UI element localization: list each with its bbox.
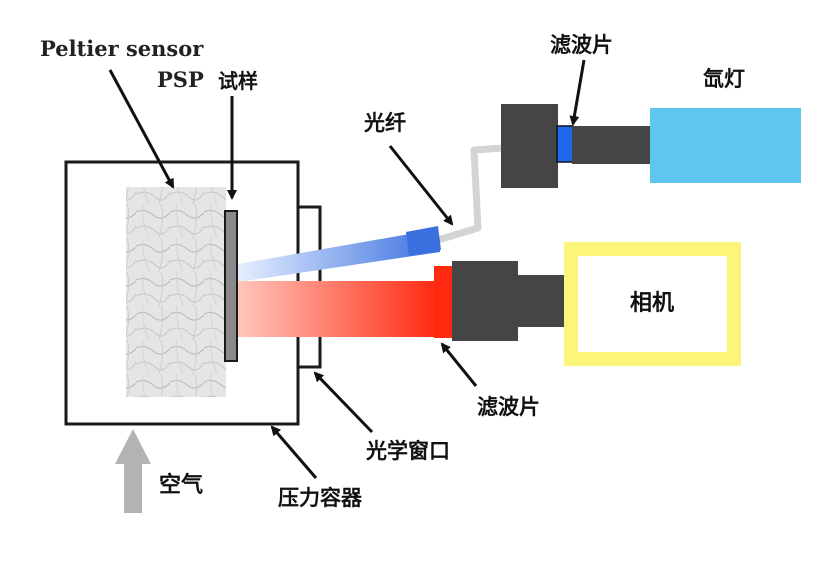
sample-label: 试样 [218, 69, 258, 93]
blue-beam [238, 229, 440, 282]
fiber-tip [406, 226, 441, 256]
lamp-neck [572, 126, 652, 164]
lamp-filter-pointer [569, 59, 586, 126]
lamp-housing [501, 104, 558, 188]
camera-body [564, 242, 741, 366]
xenon-lamp [650, 108, 801, 183]
xenon-lamp-label: 氙灯 [703, 67, 745, 91]
air-label: 空气 [159, 472, 203, 498]
red-beam [238, 281, 438, 337]
window-pointer [313, 371, 374, 434]
lamp-filter [556, 125, 574, 163]
peltier-block [126, 187, 226, 397]
optical-window-label: 光学窗口 [365, 439, 450, 463]
psp-sample-plate [224, 210, 238, 362]
lamp-filter-label: 滤波片 [550, 33, 613, 57]
peltier-sensor-label: Peltier sensor [40, 36, 204, 61]
lens-body [452, 261, 518, 341]
peltier-pointer [108, 69, 175, 189]
camera-label: 相机 [630, 291, 674, 316]
lens-neck [516, 275, 570, 327]
camera-filter [434, 266, 454, 338]
fiber-cable [436, 144, 505, 244]
camera-filter-label: 滤波片 [477, 395, 540, 419]
air-arrow [115, 429, 151, 513]
camera-filter-pointer [440, 342, 478, 387]
psp-label: PSP [157, 67, 204, 92]
pressure-vessel-label: 压力容器 [278, 486, 363, 510]
fiber-label: 光纤 [363, 111, 406, 135]
vessel-pointer [270, 425, 318, 479]
fiber-pointer [388, 145, 454, 226]
